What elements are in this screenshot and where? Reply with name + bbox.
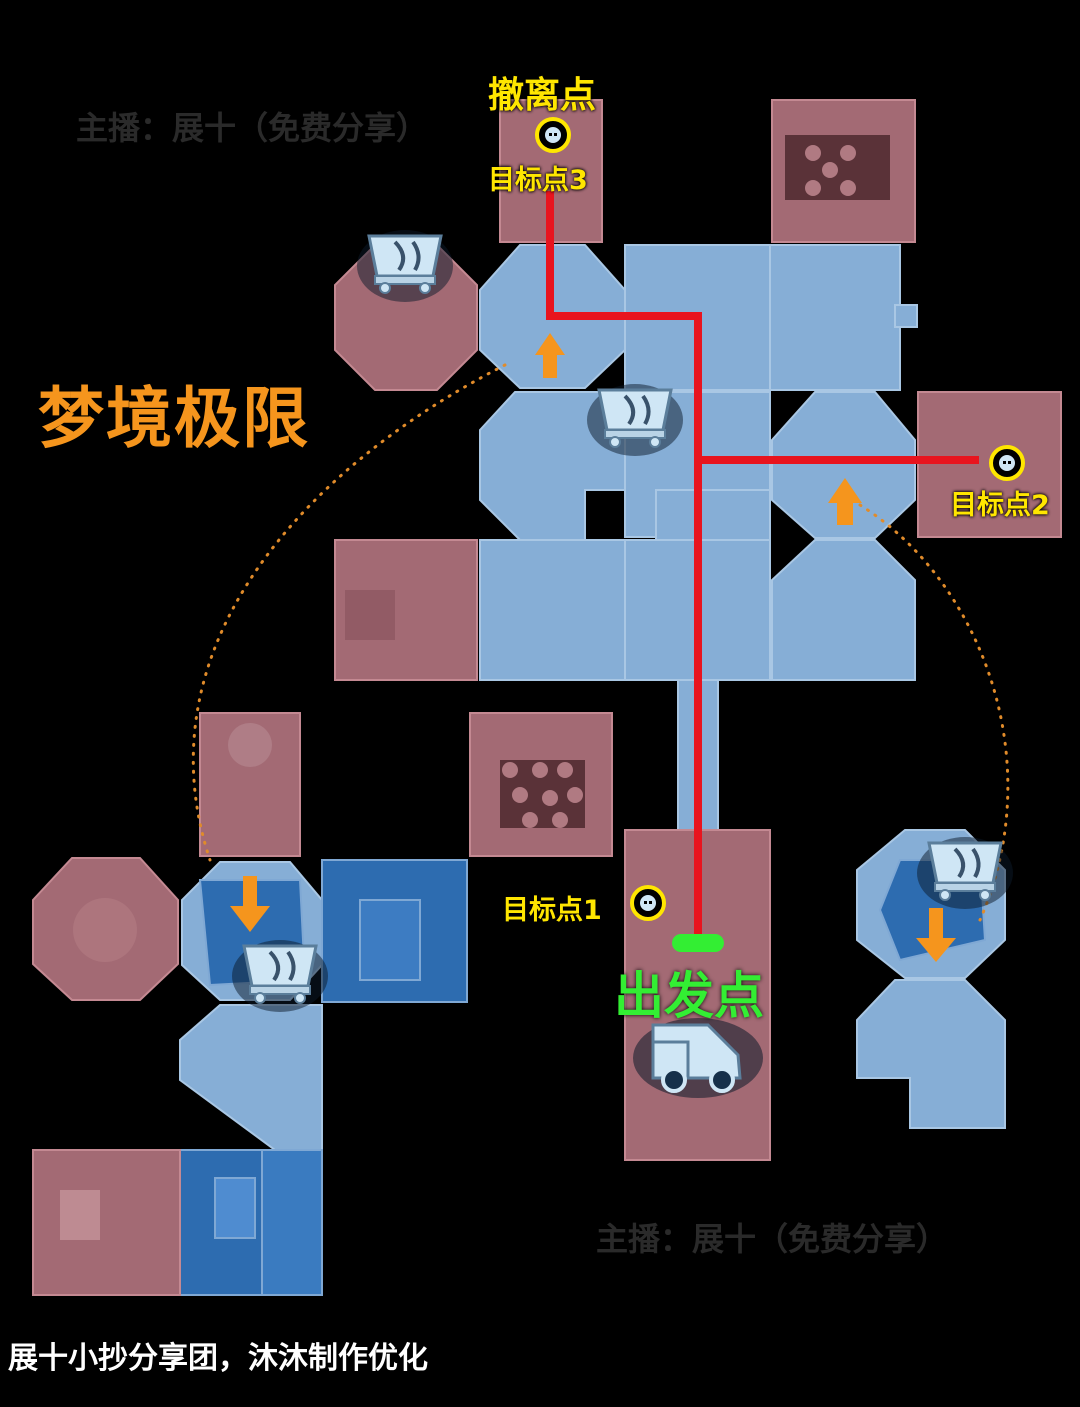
truck-icon bbox=[633, 1018, 763, 1098]
room-southwest-red bbox=[32, 1149, 181, 1296]
map-title: 梦境极限 bbox=[38, 380, 310, 457]
room-mid-center-annex bbox=[655, 489, 771, 541]
skull-marker-icon bbox=[989, 445, 1025, 481]
target-2-label: 目标点2 bbox=[950, 490, 1050, 521]
room-south-east bbox=[771, 539, 916, 681]
skull-marker-icon bbox=[535, 117, 571, 153]
watermark-top: 主播：展十（免费分享） bbox=[76, 109, 429, 147]
minecart-icon bbox=[230, 938, 330, 1014]
room-west-lower bbox=[179, 1004, 323, 1151]
dark-blue-rooms bbox=[179, 859, 987, 1296]
extract-label: 撤离点 bbox=[488, 75, 597, 116]
footer-credit: 展十小抄分享团，沐沐制作优化 bbox=[8, 1341, 428, 1376]
room-east-lower bbox=[856, 979, 1006, 1129]
target-1-label: 目标点1 bbox=[502, 895, 602, 926]
furniture-block bbox=[214, 1177, 256, 1239]
skull-marker-icon bbox=[630, 885, 666, 921]
room-southwest-blue-side bbox=[261, 1149, 323, 1296]
minecart-icon bbox=[915, 835, 1015, 911]
start-label: 出发点 bbox=[614, 967, 764, 1025]
watermark-bottom: 主播：展十（免费分享） bbox=[596, 1220, 949, 1258]
orange-arrow-icon bbox=[230, 333, 956, 962]
dining-tables bbox=[60, 135, 890, 1240]
room-corridor-east-stub bbox=[894, 304, 918, 328]
room-south-west bbox=[479, 539, 626, 681]
target-3-label: 目标点3 bbox=[488, 165, 588, 196]
minecart-icon bbox=[585, 382, 685, 458]
furniture-block-2 bbox=[359, 899, 421, 981]
minecart-icon bbox=[355, 228, 455, 304]
room-north-east bbox=[769, 244, 901, 391]
start-point-marker bbox=[672, 934, 724, 952]
route-path bbox=[546, 191, 979, 939]
